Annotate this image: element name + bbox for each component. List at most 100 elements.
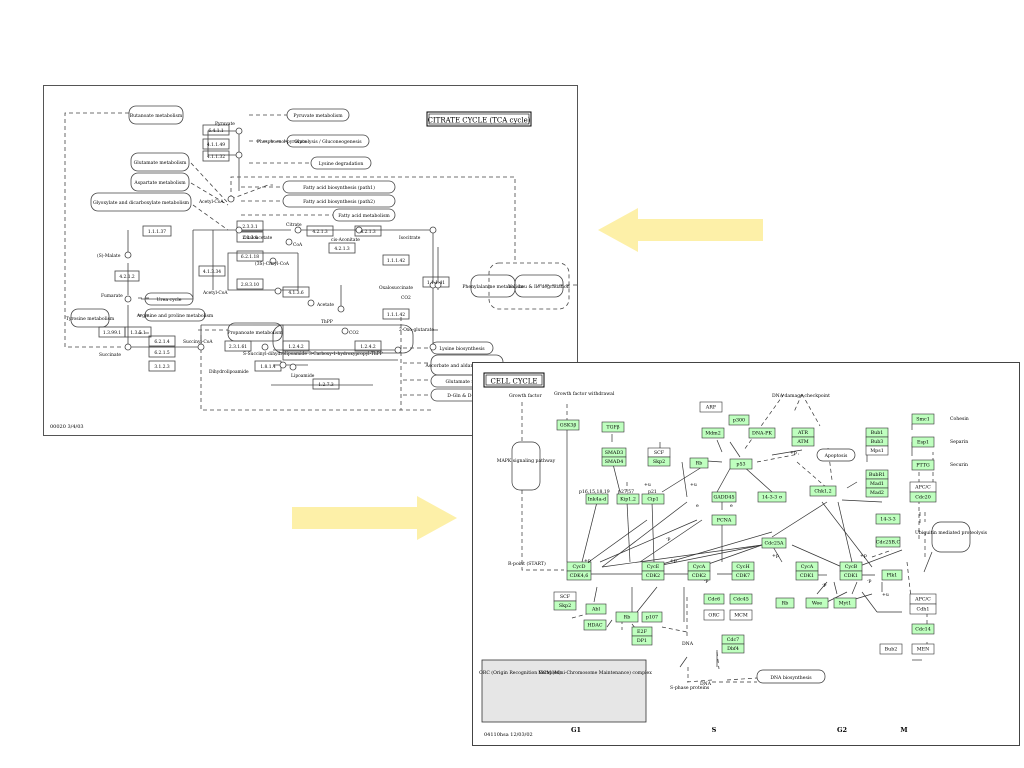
gene-rect <box>911 436 935 448</box>
gene-rect <box>911 413 935 425</box>
edge-label: +u <box>644 482 651 488</box>
label-ubiquitin: Ubiquitin mediated proteolysis <box>915 530 988 536</box>
gene-label-p300: p300 <box>733 418 745 424</box>
gene-rect <box>701 427 725 439</box>
gene-rect <box>757 491 787 503</box>
gene-rect <box>601 421 625 433</box>
gene-label-p107: p107 <box>646 615 658 621</box>
gene-box-mad2: Mad2 <box>865 487 889 498</box>
mcm-panel-title: MCM (Mini-Chromosome Maintenance) comple… <box>538 669 652 676</box>
edge-label: +p <box>790 450 797 456</box>
gene-label-cych: CycH <box>736 564 749 570</box>
gene-box-bub3: Bub3 <box>865 436 889 447</box>
label-securin: Securin <box>950 462 968 468</box>
label-apoptosis: Apoptosis <box>824 453 848 459</box>
gene-rect <box>585 493 609 505</box>
mapk-box <box>511 441 541 491</box>
label-cohesin: Cohesin <box>950 416 969 422</box>
compound-succinyl-coa: Succinyl-CoA <box>183 340 213 345</box>
gene-box-tgfb: TGFβ <box>601 421 625 433</box>
map-phenylalanine: Phenylalanine metabolism <box>462 284 524 290</box>
gene-rect <box>703 593 725 605</box>
gene-box-cyce: CycE <box>641 561 665 572</box>
enzyme-11142b: 1.1.1.42 <box>387 313 405 318</box>
enzyme-11142a: 1.1.1.42 <box>387 259 405 264</box>
map-propanoate: Propanoate metabolism <box>227 330 283 336</box>
compound-citryl-coa: (3S)-Citryl-CoA <box>255 262 290 267</box>
compound-carboxy-thpp: 3-Carboxy-1-hydroxypropyl-ThPP <box>309 352 383 357</box>
gene-label-cdc14: Cdc14 <box>915 627 931 633</box>
label-separin: Separin <box>950 439 968 445</box>
gene-box-cdh1: Cdh1 <box>909 603 937 615</box>
gene-box-apc_top: APC/C <box>909 481 937 493</box>
compound-pyruvate: Pyruvate <box>215 122 235 127</box>
gene-rect <box>583 619 607 631</box>
tca-cycle-panel: CITRATE CYCLE (TCA cycle) 00020 3/4/03 B… <box>43 85 578 436</box>
label-dna-biosynthesis: DNA biosynthesis <box>770 675 812 681</box>
gene-rect <box>729 458 753 470</box>
gene-label-apc_top: APC/C <box>914 485 931 491</box>
gene-rect <box>729 609 753 621</box>
gene-label-mps1: Mps1 <box>870 448 884 454</box>
gene-rect <box>703 609 725 621</box>
label-growth-withdrawal: Growth factor withdrawal <box>554 391 615 397</box>
gene-label-mcm: MCM <box>734 613 748 619</box>
edge-label: -p <box>867 579 872 584</box>
compound-coa: CoA <box>293 243 303 248</box>
gene-label-mad2: Mad2 <box>870 490 884 496</box>
gene-label-skp2_b: Skp2 <box>559 603 571 609</box>
tca-title-inner <box>428 113 530 125</box>
enzyme-4213a: 4.2.1.3 <box>312 230 328 235</box>
gene-label-cdc25b: Cdc25B,C <box>876 540 901 546</box>
cell-cycle-panel: CELL CYCLE 04110hsa 12/03/02 <box>472 362 1020 746</box>
gene-label-cyce: CycE <box>647 564 660 570</box>
compound-acetyl-coa-2: Acetyl-CoA <box>202 291 228 296</box>
phase-m: M <box>900 726 907 734</box>
gene-box-x1433: 14-3-3 <box>875 513 901 525</box>
gene-box-cyca2: CycA <box>795 561 819 572</box>
compound-isocitrate: Isocitrate <box>399 236 421 241</box>
enzyme-1814: 1.8.1.4 <box>260 365 276 370</box>
gene-label-cdc25a: Cdc25A <box>765 541 785 547</box>
label-p27: p27,57 <box>618 489 634 495</box>
gene-box-rb_c: Rb <box>775 597 795 609</box>
gene-box-cdc7: Cdc7 <box>721 634 745 645</box>
gene-rect <box>601 456 627 467</box>
gene-rect <box>911 459 935 471</box>
compound-succinate: Succinate <box>99 353 121 358</box>
gene-label-cdc45: Cdc45 <box>733 597 749 603</box>
gene-label-scf_top: SCF <box>654 450 665 456</box>
enzyme-23161: 2.3.1.61 <box>229 345 247 350</box>
compound-lipoamide: Lipoamide <box>291 374 315 379</box>
enzyme-1242b: 1.2.4.2 <box>360 345 376 350</box>
gene-rect <box>791 436 815 447</box>
enzyme-1273: 1.2.7.3 <box>318 383 334 388</box>
gene-box-atr: ATR <box>791 427 815 438</box>
gene-rect <box>631 635 653 646</box>
gene-box-plk1: Plk1 <box>881 569 903 581</box>
gene-rect <box>761 537 787 549</box>
label-growth-factor: Growth factor <box>509 393 542 399</box>
gene-box-mad1: Mad1 <box>865 478 889 489</box>
gene-label-mad1: Mad1 <box>870 481 884 487</box>
gene-label-cdh1: Cdh1 <box>917 607 930 613</box>
gene-box-cycb: CycB <box>839 561 863 572</box>
compound-malate: (S)-Malate <box>97 254 121 259</box>
map-glutamate-2: Glutamate me <box>446 379 479 385</box>
map-urea: Urea cycle <box>157 297 182 303</box>
map-arginine: Arginine and proline metabolism <box>136 313 214 319</box>
gene-label-kip12: Kip1,2 <box>620 497 636 503</box>
arrow-left-icon <box>598 208 763 252</box>
tca-footer: 00020 3/4/03 <box>50 424 84 430</box>
gene-label-dp1: DP1 <box>637 638 647 644</box>
gene-label-dbf4: Dbf4 <box>727 646 739 652</box>
compound-oxalosuccinate: Oxalosuccinate <box>379 286 413 291</box>
gene-box-cdk7: CDK7 <box>731 570 755 581</box>
phase-g1: G1 <box>571 726 581 734</box>
map-glycolysis: Glycolysis / Gluconeogenesis <box>294 139 362 145</box>
cell-links <box>521 393 934 683</box>
apoptosis-box <box>816 448 856 462</box>
gene-box-skp2_b: Skp2 <box>553 600 577 611</box>
gene-box-rb_top: Rb <box>689 457 709 469</box>
gene-label-gsk3b: GSK3β <box>560 423 577 429</box>
